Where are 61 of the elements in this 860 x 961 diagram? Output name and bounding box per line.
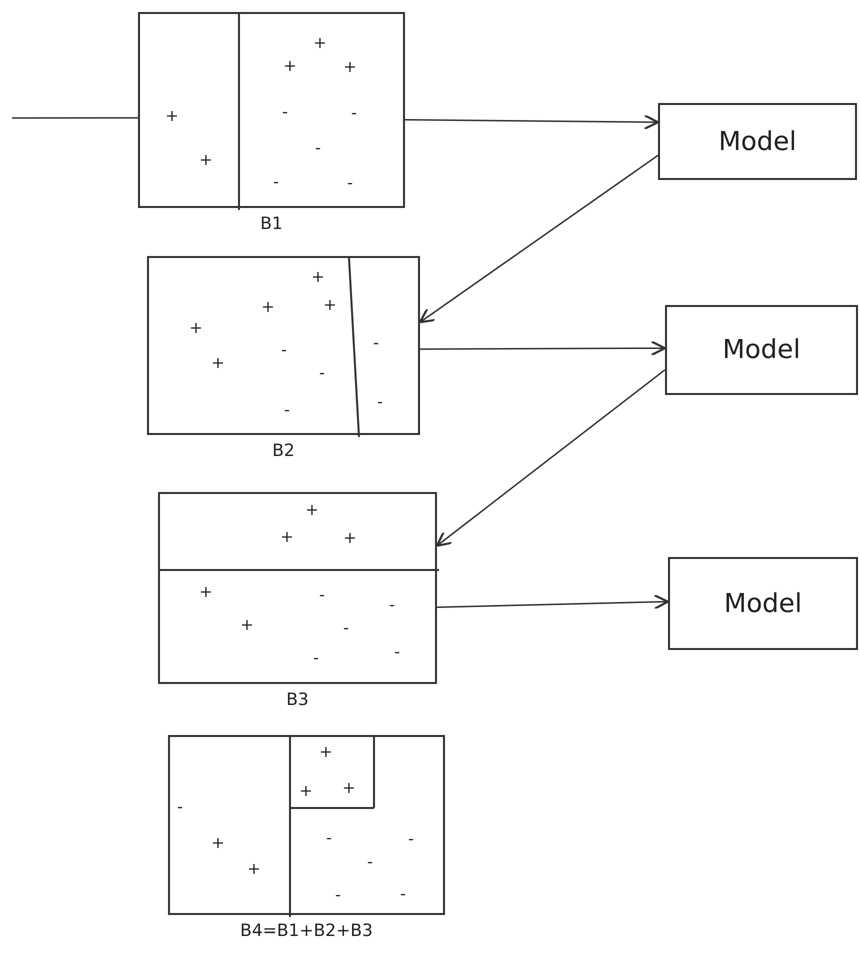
class-mark: +	[189, 320, 203, 336]
class-mark: +	[165, 108, 179, 124]
class-mark: +	[343, 530, 357, 546]
class-mark: -	[315, 140, 321, 156]
class-mark: +	[343, 59, 357, 75]
arrow	[418, 154, 658, 324]
class-mark: -	[351, 105, 357, 121]
class-mark: -	[377, 394, 383, 410]
class-mark: -	[343, 620, 349, 636]
data-region-box	[147, 256, 420, 435]
box-caption: B1	[260, 214, 283, 234]
class-mark: +	[211, 835, 225, 851]
class-mark: +	[283, 58, 297, 74]
class-mark: -	[394, 644, 400, 660]
class-mark: -	[282, 104, 288, 120]
box-label: Model	[717, 126, 798, 156]
class-mark: +	[311, 269, 325, 285]
class-mark: -	[373, 335, 379, 351]
arrow	[420, 340, 666, 356]
box-label: Model	[721, 335, 802, 365]
class-mark: -	[313, 650, 319, 666]
class-mark: -	[319, 365, 325, 381]
class-mark: +	[319, 744, 333, 760]
class-mark: -	[281, 342, 287, 358]
data-region-box	[158, 492, 437, 684]
class-mark: -	[408, 831, 414, 847]
class-mark: +	[323, 297, 337, 313]
arrow	[436, 594, 670, 610]
box-caption: B4=B1+B2+B3	[240, 921, 373, 941]
class-mark: -	[319, 587, 325, 603]
arrow	[405, 114, 660, 130]
box-caption: B3	[286, 690, 309, 710]
model-box	[658, 103, 857, 180]
class-mark: -	[335, 887, 341, 903]
class-mark: +	[199, 584, 213, 600]
line	[12, 117, 138, 119]
class-mark: +	[211, 355, 225, 371]
arrow	[436, 369, 666, 547]
class-mark: +	[280, 529, 294, 545]
box-label: Model	[722, 588, 804, 618]
class-mark: +	[247, 861, 261, 877]
class-mark: -	[400, 886, 406, 902]
class-mark: +	[342, 780, 356, 796]
class-mark: +	[240, 617, 254, 633]
class-mark: -	[389, 597, 395, 613]
class-mark: +	[261, 299, 275, 315]
class-mark: +	[299, 783, 313, 799]
class-mark: -	[177, 799, 183, 815]
model-box	[665, 305, 858, 395]
class-mark: +	[199, 152, 213, 168]
class-mark: -	[273, 174, 279, 190]
box-caption: B2	[272, 441, 295, 461]
class-mark: -	[326, 830, 332, 846]
class-mark: -	[367, 854, 373, 870]
class-mark: -	[347, 175, 353, 191]
data-region-box	[168, 735, 445, 915]
class-mark: +	[313, 35, 327, 51]
class-mark: +	[305, 502, 319, 518]
data-region-box	[138, 12, 405, 208]
class-mark: -	[284, 402, 290, 418]
model-box	[668, 557, 858, 650]
